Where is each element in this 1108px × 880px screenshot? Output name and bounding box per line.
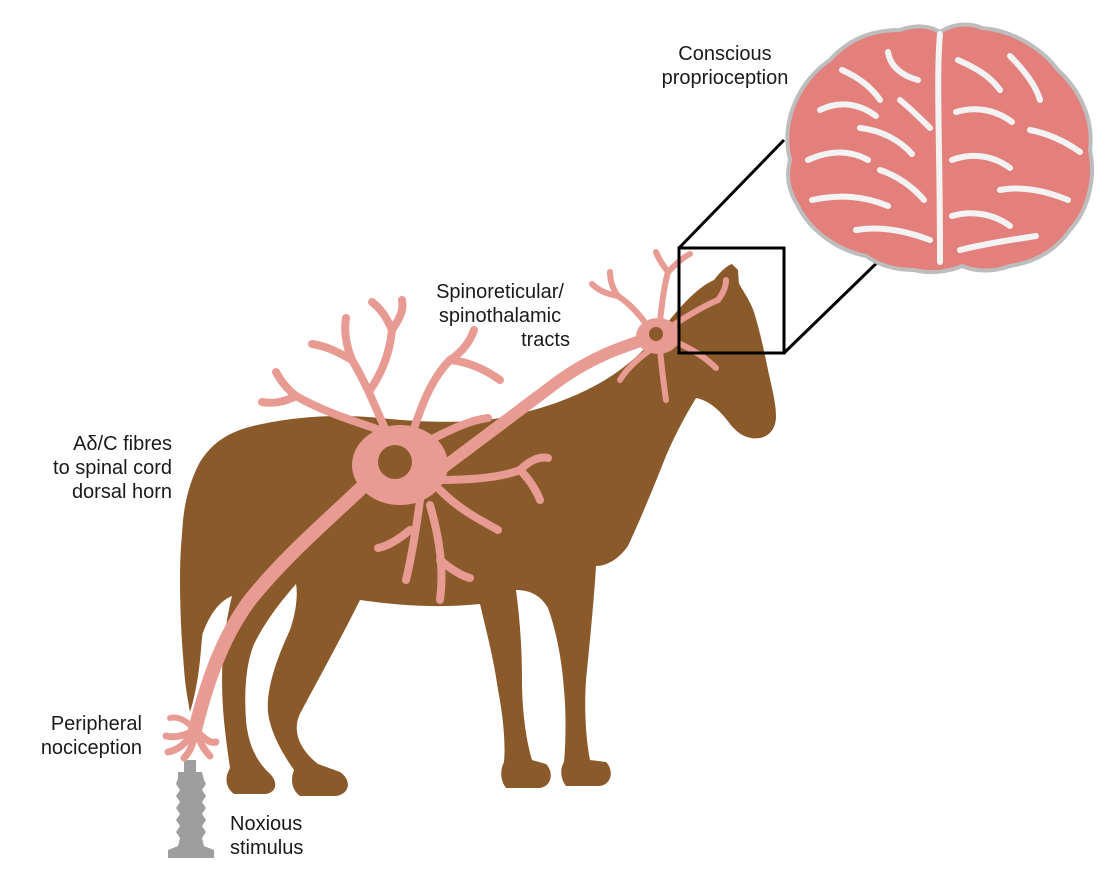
label-fibres: Aδ/C fibres to spinal cord dorsal horn [20,432,172,504]
label-line: Peripheral [50,713,142,735]
label-line: nociception [40,737,142,759]
zoom-callout [677,138,890,355]
label-line: Noxious [230,813,303,835]
label-noxious-stimulus: Noxious stimulus [230,812,350,860]
label-line: stimulus [230,837,304,859]
label-line: proprioception [661,67,789,89]
brain [785,22,1094,275]
spike-stimulus [168,760,214,858]
label-line: Conscious [678,43,772,65]
horse-silhouette [180,264,776,796]
neuron-pathway [162,249,729,762]
label-line: dorsal horn [71,481,172,503]
label-line: tracts [521,329,570,351]
neuron [352,318,680,505]
label-line: spinothalamic [438,305,562,327]
label-peripheral-nociception: Peripheral nociception [10,712,142,760]
label-line: Aδ/C fibres [73,433,172,455]
label-tracts: Spinoreticular/ spinothalamic tracts [420,280,580,352]
label-line: Spinoreticular/ [436,281,564,303]
label-line: to spinal cord [53,457,172,479]
label-conscious-proprioception: Conscious proprioception [640,42,810,90]
